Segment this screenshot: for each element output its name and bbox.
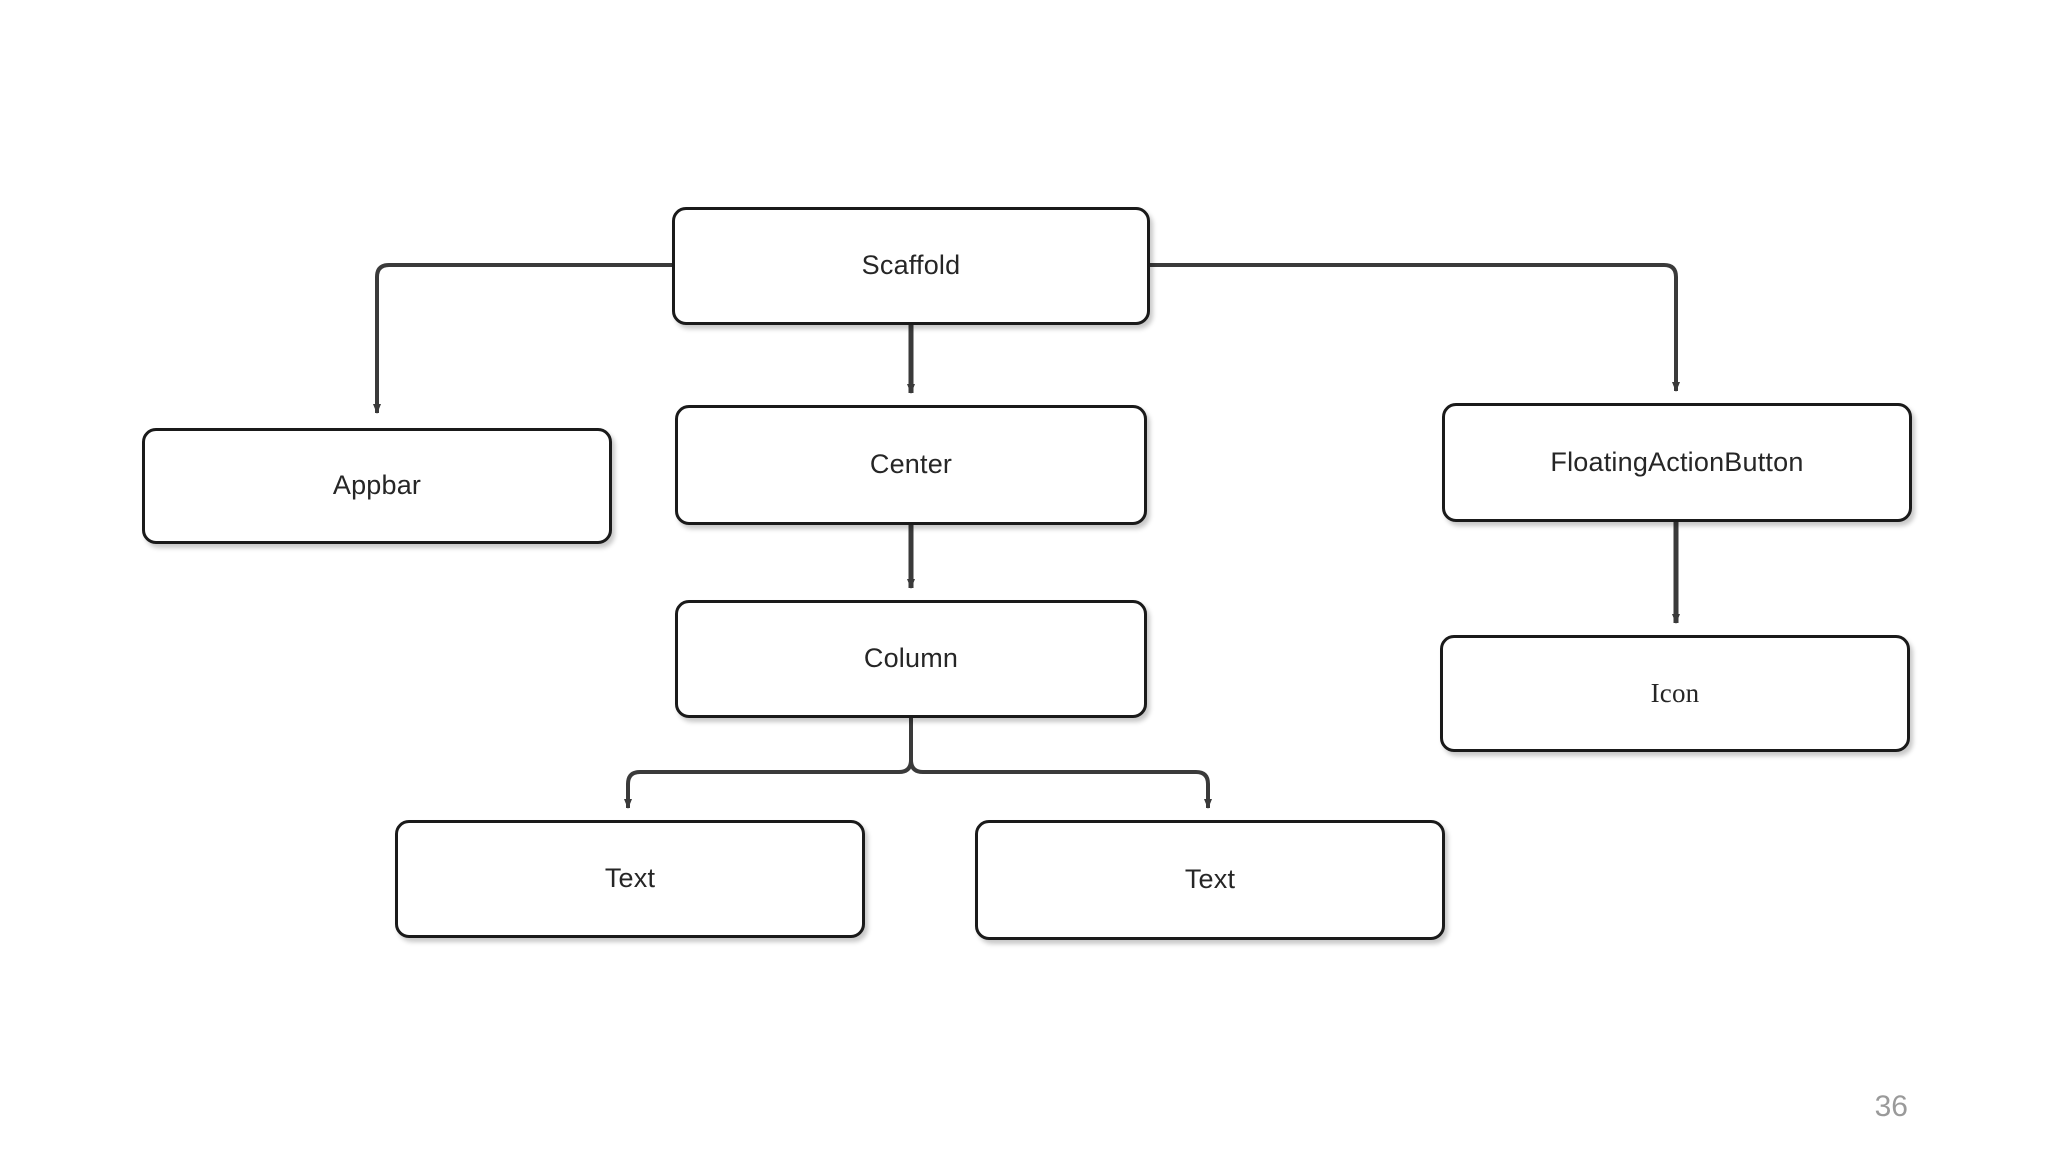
node-column-label: Column (863, 643, 959, 674)
node-floatingactionbutton-label: FloatingActionButton (1550, 446, 1804, 477)
edge-scaffold-to-appbar (373, 263, 672, 414)
node-icon[interactable]: Icon (1440, 635, 1910, 752)
node-icon-label: Icon (1650, 677, 1700, 708)
node-center[interactable]: Center (675, 405, 1147, 525)
node-text-right[interactable]: Text (975, 820, 1445, 940)
edge-column-to-text-right (909, 718, 1212, 809)
node-column[interactable]: Column (675, 600, 1147, 718)
edge-column-to-text-left (624, 718, 913, 809)
page-number: 36 (1874, 1090, 1908, 1123)
node-appbar[interactable]: Appbar (142, 428, 612, 544)
node-center-label: Center (869, 449, 953, 480)
node-scaffold[interactable]: Scaffold (672, 207, 1150, 325)
node-appbar-label: Appbar (332, 470, 422, 501)
node-text-left-label: Text (604, 863, 656, 894)
node-text-right-label: Text (1184, 864, 1236, 895)
node-scaffold-label: Scaffold (861, 250, 961, 281)
node-text-left[interactable]: Text (395, 820, 865, 938)
node-floatingactionbutton[interactable]: FloatingActionButton (1442, 403, 1912, 522)
edge-scaffold-to-floatingactionbutton (1150, 263, 1680, 392)
